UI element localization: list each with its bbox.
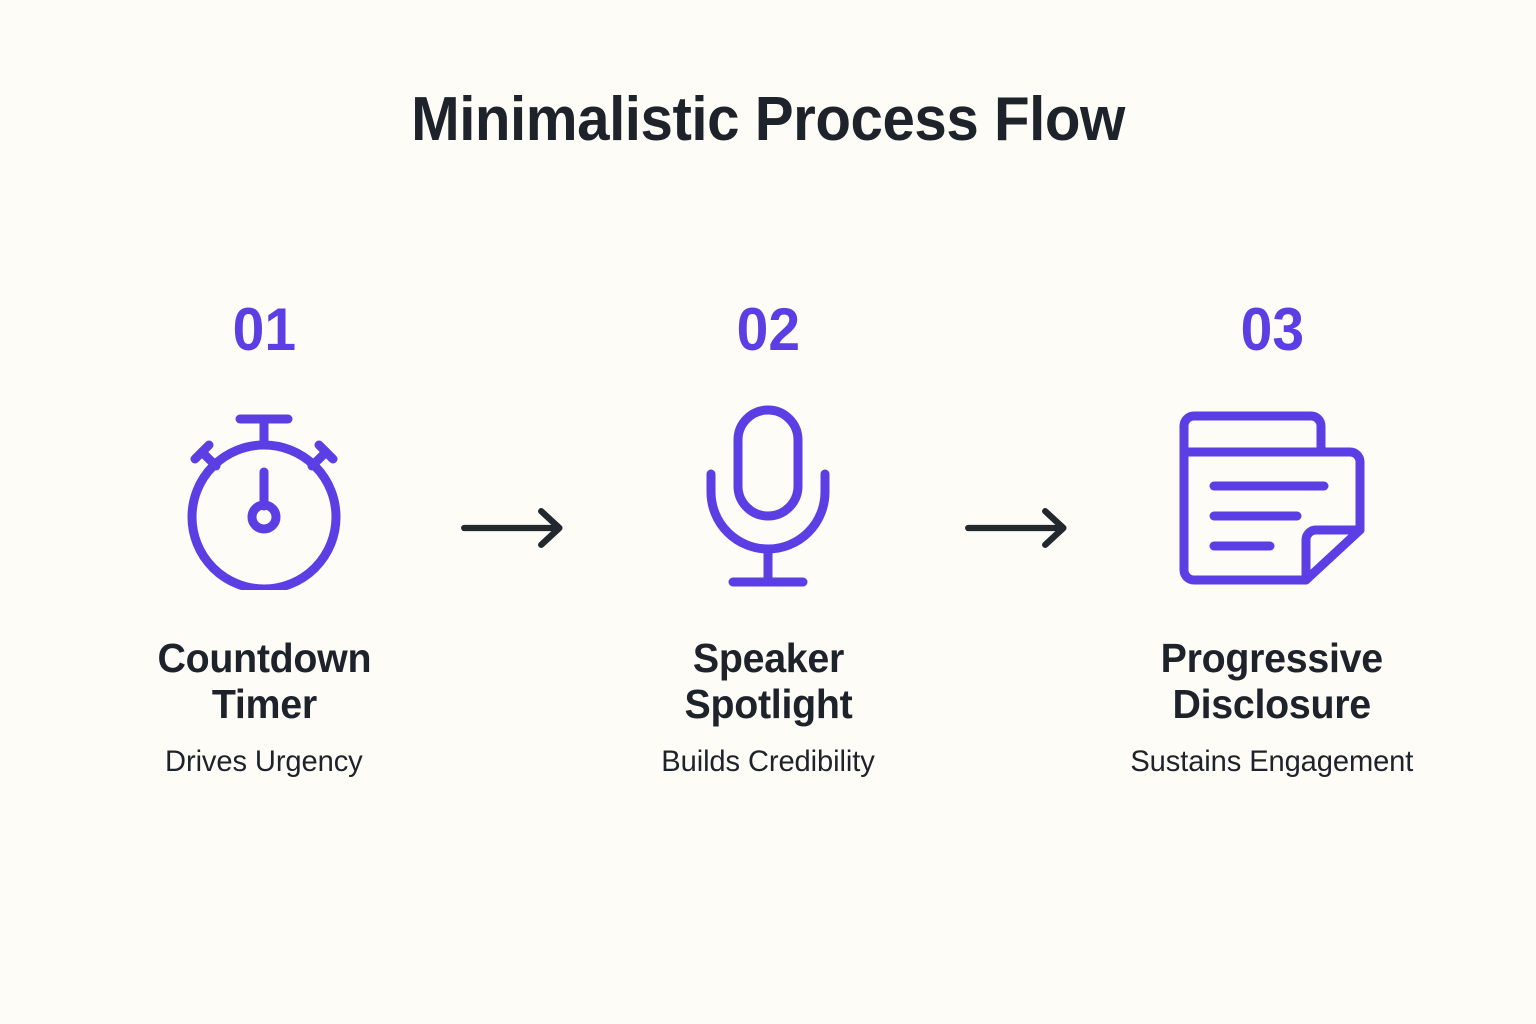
process-step-1[interactable]: 01	[68, 300, 460, 780]
step-title-2-line2: Spotlight	[684, 680, 852, 727]
arrow-right-icon	[965, 508, 1067, 548]
step-title-3: Progressive Disclosure	[1160, 635, 1384, 728]
step-icon-3	[1172, 402, 1372, 592]
page-title: Minimalistic Process Flow	[411, 85, 1125, 154]
step-icon-1	[178, 402, 350, 592]
step-number-01: 01	[232, 296, 296, 363]
step-number-03: 03	[1240, 296, 1304, 363]
step-subtitle-1: Drives Urgency	[165, 744, 363, 778]
step-title-3-line2: Disclosure	[1172, 680, 1372, 727]
step-title-1: Countdown Timer	[157, 635, 371, 728]
connector-1	[460, 300, 572, 558]
step-subtitle-3: Sustains Engagement	[1130, 744, 1414, 778]
step-subtitle-2: Builds Credibility	[661, 744, 875, 778]
process-step-2[interactable]: 02 Speaker	[572, 300, 964, 780]
stopwatch-icon	[187, 414, 341, 590]
step-icon-2	[693, 402, 843, 592]
process-flow: 01	[60, 300, 1476, 780]
microphone-icon	[706, 405, 830, 587]
process-step-3[interactable]: 03	[1076, 300, 1468, 780]
step-number-02: 02	[736, 296, 800, 363]
connector-2	[964, 300, 1076, 558]
step-title-1-line2: Timer	[211, 680, 317, 727]
step-title-2: Speaker Spotlight	[684, 635, 852, 728]
step-title-3-line1: Progressive	[1160, 635, 1384, 681]
step-title-1-line1: Countdown	[157, 635, 371, 681]
arrow-right-icon	[461, 508, 563, 548]
layered-document-icon	[1179, 411, 1365, 585]
step-title-2-line1: Speaker	[692, 635, 844, 681]
